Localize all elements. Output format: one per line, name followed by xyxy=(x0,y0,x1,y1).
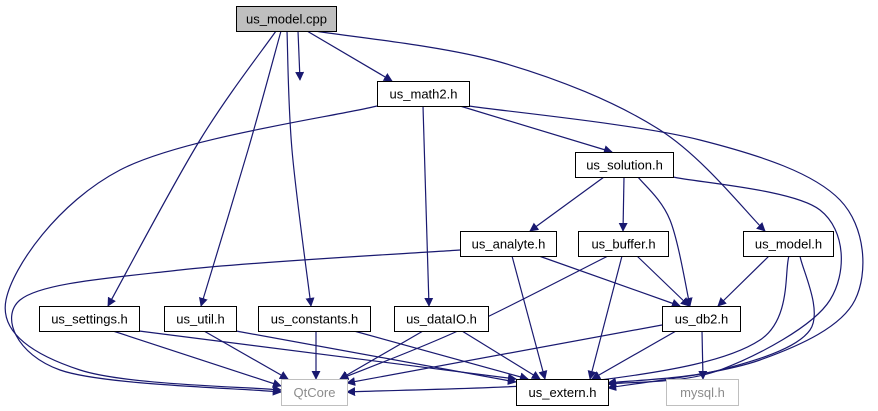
node-us_model_h[interactable]: us_model.h xyxy=(743,231,834,257)
node-us_solution_h[interactable]: us_solution.h xyxy=(575,152,674,178)
node-us_math2_h[interactable]: us_math2.h xyxy=(377,81,470,107)
node-box xyxy=(394,306,489,332)
node-label: us_model.h xyxy=(755,237,822,252)
edge-us_solution_h-to-us_analyte_h xyxy=(529,176,605,232)
edge-us_constants_h-to-us_extern_h xyxy=(353,330,529,382)
node-us_util_h[interactable]: us_util.h xyxy=(164,306,237,332)
edge-us_math2_h-to-us_dataIO_h xyxy=(422,105,434,307)
edge-us_buffer_h-to-us_extern_h xyxy=(587,255,623,380)
node-box xyxy=(666,379,739,406)
node-label: mysql.h xyxy=(680,385,725,400)
node-label: us_analyte.h xyxy=(472,237,546,252)
edge-us_solution_h-to-us_extern_h xyxy=(607,176,842,388)
node-box xyxy=(575,152,674,178)
node-box xyxy=(662,306,741,332)
edge-us_db2_h-to-mysql_h xyxy=(698,330,708,380)
edge-us_analyte_h-to-QtCore xyxy=(10,249,461,396)
edge-us_model_cpp-to-us_settings_h xyxy=(107,30,277,307)
edge-us_model_h-to-us_db2_h xyxy=(717,255,770,307)
edge-us_analyte_h-to-us_extern_h xyxy=(511,255,548,380)
node-us_constants_h[interactable]: us_constants.h xyxy=(258,306,371,332)
edge-us_math2_h-to-QtCore xyxy=(4,105,378,394)
node-label: us_constants.h xyxy=(271,312,358,327)
node-label: us_util.h xyxy=(176,312,224,327)
edge-us_math2_h-to-us_solution_h xyxy=(459,105,613,154)
node-us_settings_h[interactable]: us_settings.h xyxy=(39,306,140,332)
node-box xyxy=(578,231,669,257)
node-label: us_db2.h xyxy=(675,312,729,327)
edge-us_model_h-to-QtCore xyxy=(346,255,790,397)
node-label: us_model.cpp xyxy=(246,12,327,27)
node-label: us_dataIO.h xyxy=(406,312,477,327)
node-label: us_settings.h xyxy=(51,312,128,327)
edge-us_model_h-to-us_extern_h xyxy=(607,255,815,387)
node-us_dataIO_h[interactable]: us_dataIO.h xyxy=(394,306,489,332)
edge-us_model_cpp-to-us_math2_h xyxy=(306,30,393,82)
node-box xyxy=(516,379,609,406)
node-box xyxy=(743,231,834,257)
node-box xyxy=(236,6,337,32)
edge-us_model_cpp-to-us_util_h xyxy=(199,30,282,307)
edge-us_model_cpp-to-us_model_h xyxy=(314,30,766,232)
edge-us_model_cpp-to-QtCore xyxy=(295,30,305,81)
edge-us_dataIO_h-to-QtCore xyxy=(339,330,424,380)
node-label: QtCore xyxy=(294,385,336,400)
node-us_db2_h[interactable]: us_db2.h xyxy=(662,306,741,332)
node-mysql_h: mysql.h xyxy=(666,379,739,406)
edge-us_model_cpp-to-us_constants_h xyxy=(286,30,315,307)
edge-us_settings_h-to-QtCore xyxy=(112,330,282,388)
edge-us_util_h-to-us_extern_h xyxy=(235,330,517,385)
node-label: us_math2.h xyxy=(390,87,458,102)
edge-us_math2_h-to-us_extern_h xyxy=(468,105,864,391)
node-box xyxy=(460,231,557,257)
edge-us_db2_h-to-QtCore xyxy=(346,324,663,386)
node-box xyxy=(39,306,140,332)
edge-us_buffer_h-to-us_db2_h xyxy=(636,255,690,307)
edge-us_solution_h-to-us_db2_h xyxy=(637,176,693,307)
node-us_model_cpp[interactable]: us_model.cpp xyxy=(236,6,337,32)
node-box xyxy=(164,306,237,332)
node-us_buffer_h[interactable]: us_buffer.h xyxy=(578,231,669,257)
node-box xyxy=(258,306,371,332)
node-label: us_extern.h xyxy=(529,385,597,400)
nodes-layer: us_model.cpp us_math2.h us_solution.h us_an… xyxy=(39,6,834,406)
node-label: us_buffer.h xyxy=(591,237,655,252)
node-box xyxy=(281,379,348,406)
edges-layer xyxy=(4,30,864,397)
node-us_extern_h[interactable]: us_extern.h xyxy=(516,379,609,406)
edge-us_analyte_h-to-us_db2_h xyxy=(538,255,681,308)
node-us_analyte_h[interactable]: us_analyte.h xyxy=(460,231,557,257)
edge-us_util_h-to-QtCore xyxy=(203,330,289,380)
edge-us_solution_h-to-us_buffer_h xyxy=(618,176,628,232)
node-box xyxy=(377,81,470,107)
node-QtCore: QtCore xyxy=(281,379,348,406)
node-label: us_solution.h xyxy=(586,158,663,173)
edge-us_db2_h-to-us_extern_h xyxy=(591,330,677,380)
